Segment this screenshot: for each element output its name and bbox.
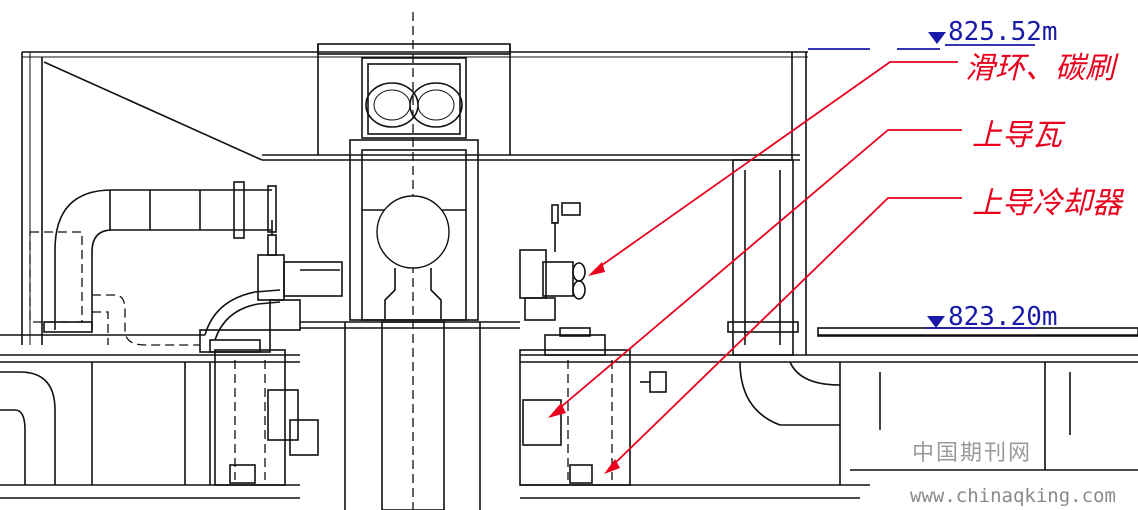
watermark: 中国期刊网 www.chinaqking.com <box>910 441 1116 507</box>
watermark-cn: 中国期刊网 <box>912 441 1032 466</box>
right-bracket <box>519 159 799 356</box>
central-column <box>300 12 520 510</box>
label-upper-guide-bearing: 上导瓦 <box>972 118 1066 153</box>
elevation-label-middle: 823.20m <box>948 302 1058 332</box>
annotation-upper-guide-cooler: 上导冷却器 <box>604 186 1125 474</box>
elevation-label-top: 825.52m <box>948 17 1058 47</box>
lower-frame <box>0 327 1138 499</box>
left-air-duct <box>29 181 277 346</box>
annotation-upper-guide-bearing: 上导瓦 <box>548 118 1066 418</box>
elevation-marker-middle: 823.20m <box>925 302 1058 332</box>
label-slip-ring: 滑环、碳刷 <box>965 51 1119 86</box>
left-bracket <box>199 220 343 353</box>
annotation-slip-ring: 滑环、碳刷 <box>588 51 1119 276</box>
label-upper-guide-cooler: 上导冷却器 <box>972 186 1125 221</box>
top-housing <box>21 43 808 355</box>
bearing-pot-right <box>519 327 667 486</box>
bearing-pot-left <box>214 349 319 486</box>
watermark-url: www.chinaqking.com <box>910 485 1116 507</box>
elevation-marker-top: 825.52m <box>808 17 1058 50</box>
